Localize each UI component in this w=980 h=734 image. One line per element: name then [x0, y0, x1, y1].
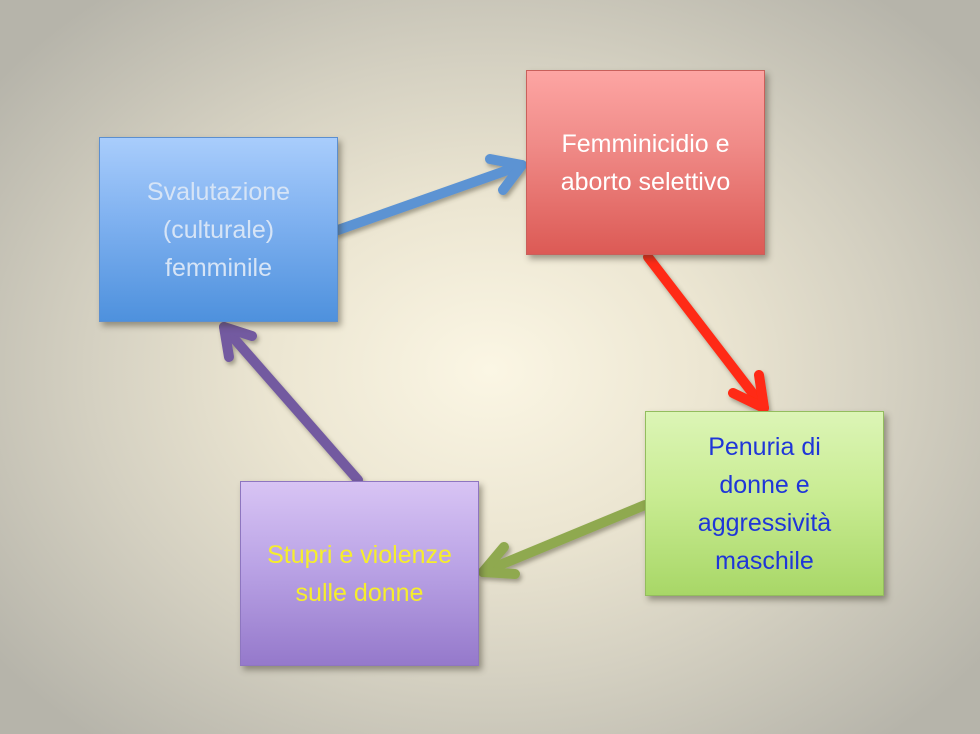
node-label: Femminicidio e aborto selettivo	[560, 129, 731, 196]
node-label: Svalutazione (culturale) femminile	[146, 177, 291, 282]
arrow-stupri-to-svalutazione	[219, 322, 363, 485]
node-svalutazione: Svalutazione (culturale) femminile	[99, 137, 338, 322]
arrow-penuria-to-stupri	[478, 500, 650, 579]
arrow-femminicidio-to-penuria	[643, 252, 769, 413]
node-label: Stupri e violenze sulle donne	[267, 540, 452, 607]
node-stupri: Stupri e violenze sulle donne	[240, 481, 479, 666]
node-femminicidio: Femminicidio e aborto selettivo	[526, 70, 765, 255]
node-label: Penuria di donne e aggressività maschile	[697, 432, 832, 575]
arrow-svalutazione-to-femminicidio	[333, 154, 527, 235]
node-penuria: Penuria di donne e aggressività maschile	[645, 411, 884, 596]
